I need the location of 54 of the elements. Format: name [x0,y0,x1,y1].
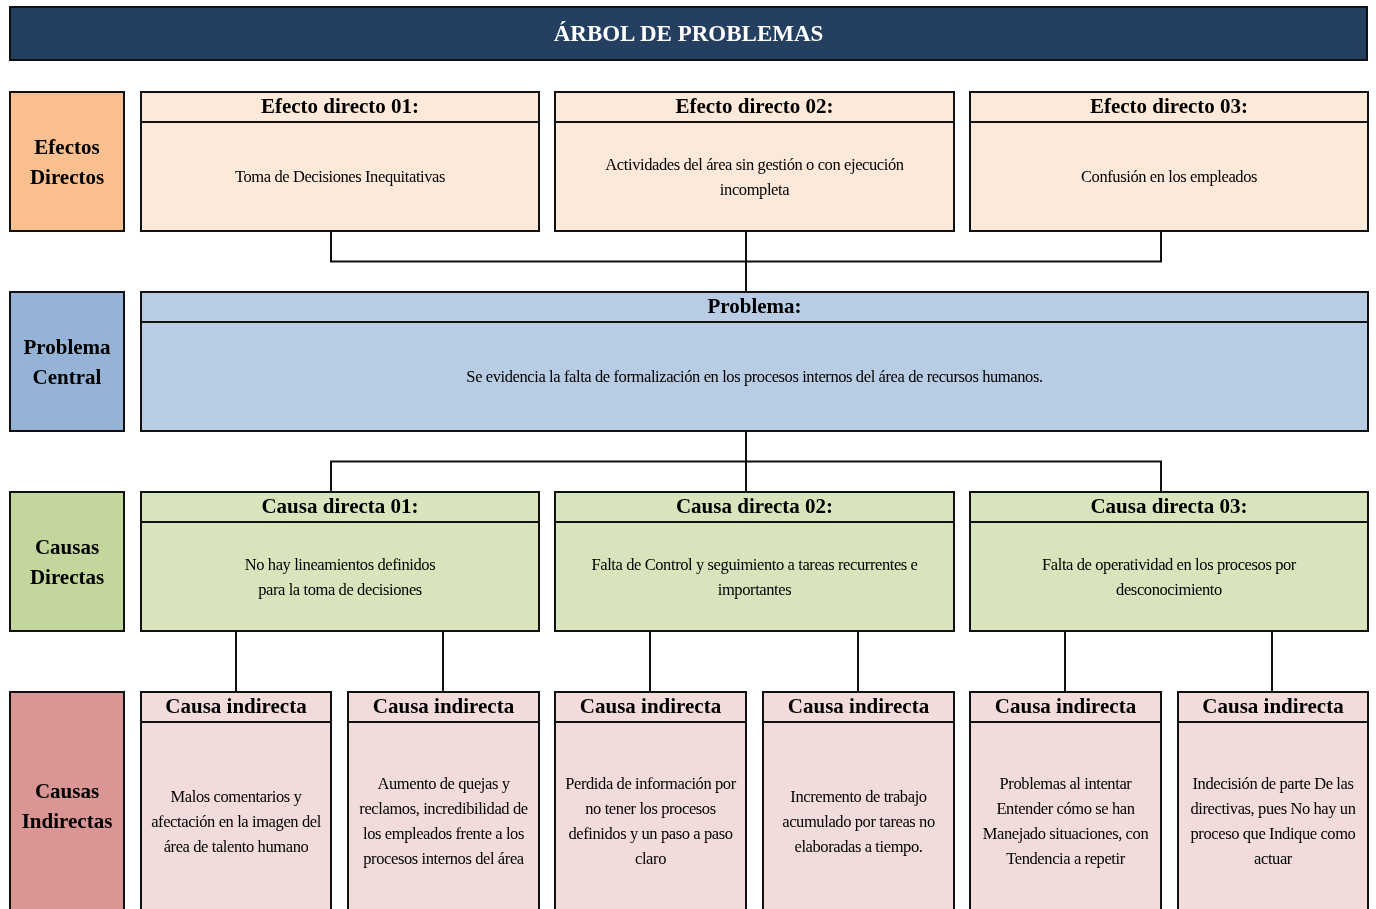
row-label: Problema Central [22,333,112,391]
connector-line [1064,631,1066,692]
row-label-box [9,291,125,432]
box-text: Indecisión de parte De las directivas, pues No hay un proceso que Indique como actuar [1189,773,1357,870]
box-heading: Causa indirecta [764,693,953,723]
connector-line [857,631,859,692]
box-text: No hay lineamientos definidos para la toma de decisiones [243,553,437,601]
connector-line [1271,631,1273,692]
box-heading: Causa directa 01: [142,493,538,523]
connector-line [649,631,651,692]
box-text: Malos comentarios y afectación en la imagen del área de talento humano [150,785,322,858]
box-text: Aumento de quejas y reclamos, incredibilidad de los empleados frente a los procesos internos del área [358,773,529,870]
box-heading: Causa indirecta [971,693,1160,723]
box-heading: Causa indirecta [1179,693,1367,723]
tree-box [554,691,747,909]
connector-line [235,631,237,692]
tree-box [762,691,955,909]
tree-box [554,491,955,632]
tree-box [969,491,1369,632]
row-label-box [9,491,125,632]
row-label: Causas Indirectas [20,778,114,835]
row-label: Causas Directas [28,533,106,591]
box-heading: Causa indirecta [349,693,538,723]
tree-box [969,691,1162,909]
tree-box [140,691,332,909]
box-heading: Causa indirecta [142,693,330,723]
row-label: Efectos Directos [28,133,106,191]
box-text: Se evidencia la falta de formalización en los procesos internos del área de recursos humanos. [466,366,1043,388]
box-text: Falta de Control y seguimiento a tareas recurrentes e importantes [590,553,919,601]
connector-line [442,631,444,692]
box-text: Incremento de trabajo acumulado por tareas no elaboradas a tiempo. [781,785,936,858]
box-heading: Problema: [142,293,1367,323]
tree-box [347,691,540,909]
box-text: Problemas al intentar Entender cómo se han Manejado situaciones, con Tendencia a repetir [981,773,1150,870]
tree-box [1177,691,1369,909]
box-heading: Efecto directo 03: [971,93,1367,123]
tree-box [140,91,540,232]
box-text: Toma de Decisiones Inequitativas [234,166,446,188]
box-text: Falta de operatividad en los procesos por desconocimiento [1041,553,1297,601]
box-text: Actividades del área sin gestión o con ejecución incompleta [604,153,905,201]
tree-box [140,291,1369,432]
box-text: Confusión en los empleados [1080,166,1258,188]
box-heading: Efecto directo 02: [556,93,953,123]
box-heading: Causa indirecta [556,693,745,723]
box-heading: Causa directa 02: [556,493,953,523]
box-heading: Efecto directo 01: [142,93,538,123]
box-text: Perdida de información por no tener los procesos definidos y un paso a paso claro [564,773,737,870]
row-label-box [9,91,125,232]
tree-box [554,91,955,232]
tree-box [969,91,1369,232]
title-banner: ÁRBOL DE PROBLEMAS [9,6,1368,61]
row-label-box [9,691,125,909]
box-heading: Causa directa 03: [971,493,1367,523]
tree-box [140,491,540,632]
